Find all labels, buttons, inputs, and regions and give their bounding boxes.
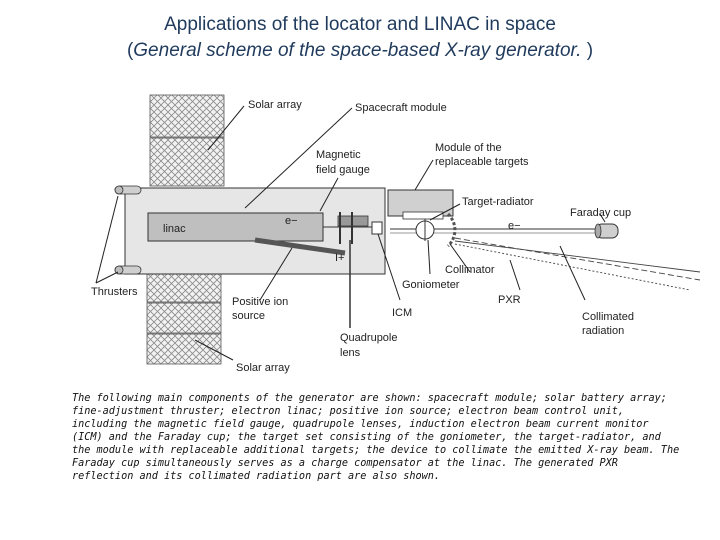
thrusters-label: Thrusters bbox=[91, 286, 138, 298]
quadrupole-lens-label-2: lens bbox=[340, 347, 361, 359]
target-radiator-label: Target-radiator bbox=[462, 196, 534, 208]
solar-array-lower bbox=[146, 271, 222, 365]
subtitle-close: ) bbox=[581, 40, 594, 61]
magnetic-field-gauge-label-2: field gauge bbox=[316, 164, 370, 176]
icm-label: ICM bbox=[392, 307, 412, 319]
quadrupole-lens-label-1: Quadrupole bbox=[340, 332, 398, 344]
positive-ion-source-label-2: source bbox=[232, 310, 265, 322]
magnetic-field-gauge bbox=[337, 212, 369, 244]
magnetic-field-gauge-label-1: Magnetic bbox=[316, 149, 361, 161]
targets-module-label-1: Module of the bbox=[435, 142, 502, 154]
linac-label: linac bbox=[163, 223, 186, 235]
collimator-label: Collimator bbox=[445, 264, 495, 276]
targets-module-label-2: replaceable targets bbox=[435, 156, 529, 168]
solar-array-top-label: Solar array bbox=[248, 99, 302, 111]
collimated-radiation bbox=[454, 237, 701, 291]
subtitle-open: ( bbox=[126, 40, 134, 61]
goniometer-label: Goniometer bbox=[402, 279, 460, 291]
ion-label: I+ bbox=[335, 252, 344, 264]
solar-array-upper bbox=[149, 94, 225, 187]
diagram-subtitle: (General scheme of the space-based X-ray… bbox=[0, 40, 720, 62]
faraday-cup-label: Faraday cup bbox=[570, 207, 631, 219]
leader-lines bbox=[95, 105, 606, 361]
icm bbox=[371, 221, 383, 235]
collimated-radiation-label-1: Collimated bbox=[582, 311, 634, 323]
linac bbox=[147, 212, 324, 242]
electron-left-label: e− bbox=[285, 215, 298, 227]
goniometer bbox=[415, 212, 457, 248]
thrusters bbox=[114, 185, 142, 275]
diagram-title: Applications of the locator and LINAC in… bbox=[164, 14, 556, 35]
diagram-caption: The following main components of the gen… bbox=[72, 393, 680, 482]
spacecraft-module-label: Spacecraft module bbox=[355, 102, 447, 114]
targets-holder bbox=[402, 211, 444, 220]
pxr-label: PXR bbox=[498, 294, 521, 306]
collimated-radiation-label-2: radiation bbox=[582, 325, 624, 337]
faraday-cup bbox=[594, 223, 619, 239]
subtitle-italic: General scheme of the space-based X-ray … bbox=[133, 40, 582, 61]
solar-array-bottom-label: Solar array bbox=[236, 362, 290, 374]
positive-ion-source bbox=[254, 237, 346, 256]
electron-right-label: e− bbox=[508, 220, 521, 232]
positive-ion-source-label-1: Positive ion bbox=[232, 296, 288, 308]
collimator bbox=[446, 212, 457, 248]
